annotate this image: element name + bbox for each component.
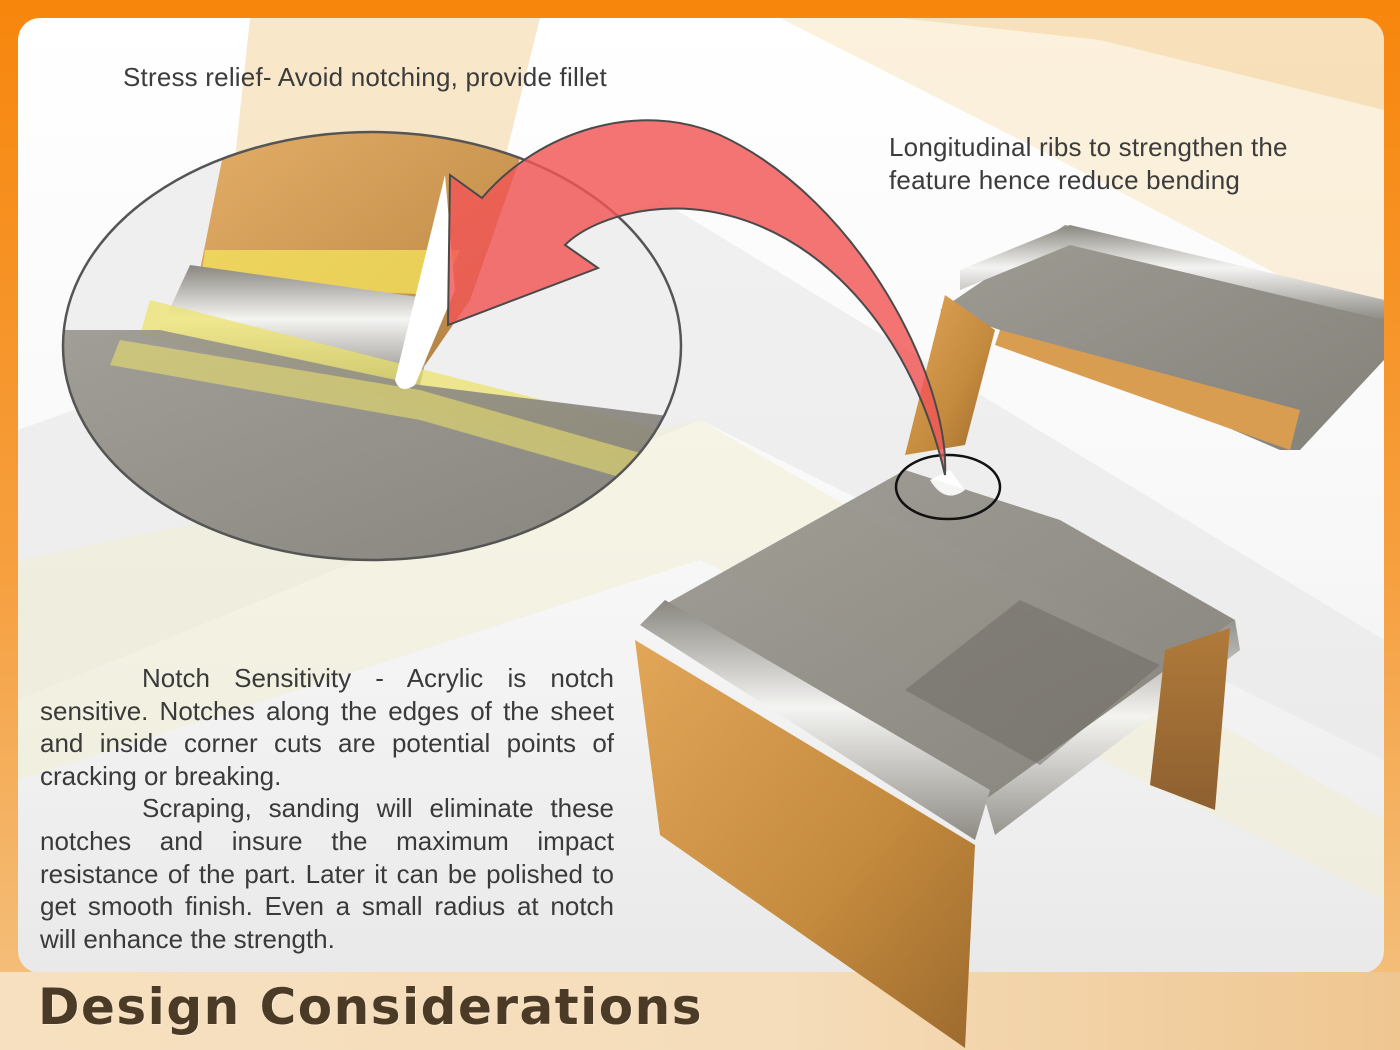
notch-circle [894, 453, 1002, 521]
callout-arrow [446, 119, 947, 476]
notes-paragraph-1: Notch Sensitivity - Acrylic is notch sen… [40, 663, 614, 791]
zoom-detail [63, 132, 681, 560]
zoom-ellipse [61, 130, 683, 562]
ribs-callout: Longitudinal ribs to strengthen the feat… [889, 132, 1288, 195]
notch-sensitivity-notes: Notch Sensitivity - Acrylic is notch sen… [40, 662, 614, 955]
title-band [0, 972, 1400, 1050]
page-title: Design Considerations [38, 978, 703, 1036]
stress-relief-callout: Stress relief- Avoid notching, provide f… [123, 62, 607, 92]
notes-paragraph-2: Scraping, sanding will eliminate these n… [40, 793, 614, 954]
acrylic-part-lower [635, 470, 1240, 1048]
